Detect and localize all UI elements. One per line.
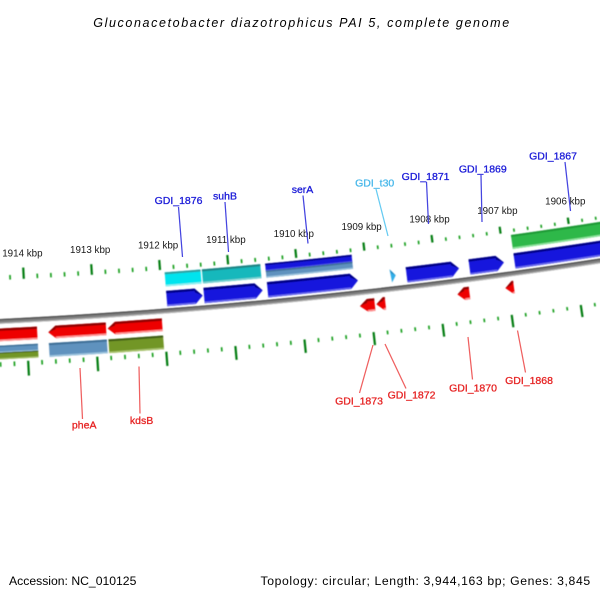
svg-text:1911 kbp: 1911 kbp [206,235,246,246]
svg-text:kdsB: kdsB [130,415,153,427]
svg-text:1907 kbp: 1907 kbp [477,206,518,217]
svg-text:1910 kbp: 1910 kbp [274,229,315,240]
svg-text:suhB: suhB [213,191,237,203]
svg-text:Gluconacetobacter diazotrophic: Gluconacetobacter diazotrophicus PAI 5, … [93,16,511,30]
svg-text:GDI_1871: GDI_1871 [402,171,450,183]
svg-text:Accession: NC_010125: Accession: NC_010125 [9,574,137,588]
svg-text:pheA: pheA [72,420,97,432]
svg-text:1914 kbp: 1914 kbp [2,249,43,260]
svg-text:GDI_1868: GDI_1868 [505,375,553,387]
svg-text:GDI_t30: GDI_t30 [355,178,394,190]
svg-text:Topology: circular; Length: 3,: Topology: circular; Length: 3,944,163 bp… [261,574,591,588]
svg-text:GDI_1869: GDI_1869 [459,164,507,176]
svg-text:1912 kbp: 1912 kbp [138,240,179,251]
svg-text:GDI_1873: GDI_1873 [335,396,383,408]
svg-text:1909 kbp: 1909 kbp [341,222,382,233]
svg-text:GDI_1872: GDI_1872 [388,390,436,402]
svg-text:serA: serA [292,184,314,196]
svg-text:GDI_1870: GDI_1870 [449,383,497,395]
svg-text:1906 kbp: 1906 kbp [545,197,586,208]
svg-text:1913 kbp: 1913 kbp [70,245,111,256]
svg-text:GDI_1867: GDI_1867 [529,151,577,163]
svg-text:1908 kbp: 1908 kbp [409,214,450,225]
svg-text:GDI_1876: GDI_1876 [155,195,203,207]
